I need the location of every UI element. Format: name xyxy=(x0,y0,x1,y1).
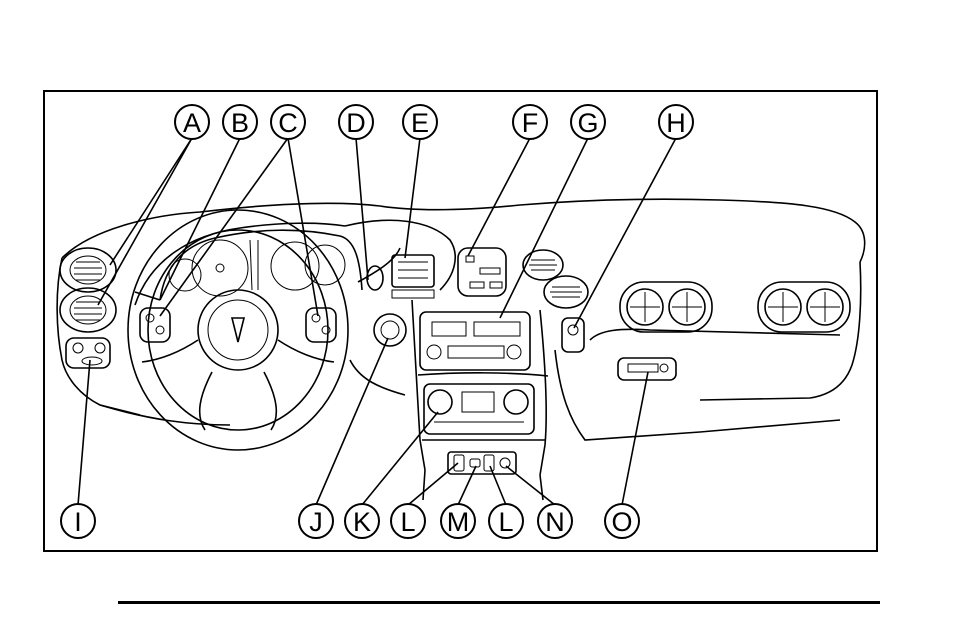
callout-g-label: G xyxy=(577,108,598,138)
callout-j: J xyxy=(299,504,333,538)
center-right-vents xyxy=(523,250,588,308)
callout-l-right-label: L xyxy=(498,507,513,537)
callout-a: A xyxy=(175,105,209,139)
callout-m: M xyxy=(441,504,475,538)
callout-m-label: M xyxy=(447,507,470,537)
callout-b-label: B xyxy=(231,108,249,138)
callout-c-label: C xyxy=(278,108,298,138)
callout-l-left: L xyxy=(391,504,425,538)
callout-i-label: I xyxy=(74,507,82,537)
audio-system xyxy=(420,312,530,370)
instrument-cluster xyxy=(160,230,362,300)
callout-b: B xyxy=(223,105,257,139)
callout-k-label: K xyxy=(353,507,371,537)
callout-c: C xyxy=(271,105,305,139)
callout-d-label: D xyxy=(346,108,366,138)
callout-l-left-label: L xyxy=(400,507,415,537)
callout-n-label: N xyxy=(545,507,565,537)
callout-e-label: E xyxy=(411,108,429,138)
callout-d: D xyxy=(339,105,373,139)
footer-rule xyxy=(118,601,880,604)
callout-n: N xyxy=(538,504,572,538)
left-air-vents xyxy=(60,248,116,332)
passenger-vents xyxy=(620,282,850,332)
callout-o: O xyxy=(605,504,639,538)
callout-e: E xyxy=(403,105,437,139)
callout-k: K xyxy=(345,504,379,538)
headlamp-switch xyxy=(66,338,110,368)
callout-j-label: J xyxy=(309,507,323,537)
callout-h: H xyxy=(659,105,693,139)
callout-o-label: O xyxy=(611,507,632,537)
callout-a-label: A xyxy=(183,108,201,138)
callout-f: F xyxy=(513,105,547,139)
callout-l-right: L xyxy=(489,504,523,538)
callout-h-label: H xyxy=(666,108,686,138)
center-upper-panel xyxy=(392,255,434,298)
climate-controls xyxy=(424,384,534,434)
ignition-switch xyxy=(374,314,406,346)
callout-i: I xyxy=(61,504,95,538)
hazard-button-cluster xyxy=(458,248,506,296)
callout-g: G xyxy=(571,105,605,139)
lower-console-switches xyxy=(448,452,516,474)
callout-f-label: F xyxy=(522,108,539,138)
passenger-airbag-indicator xyxy=(562,318,584,352)
